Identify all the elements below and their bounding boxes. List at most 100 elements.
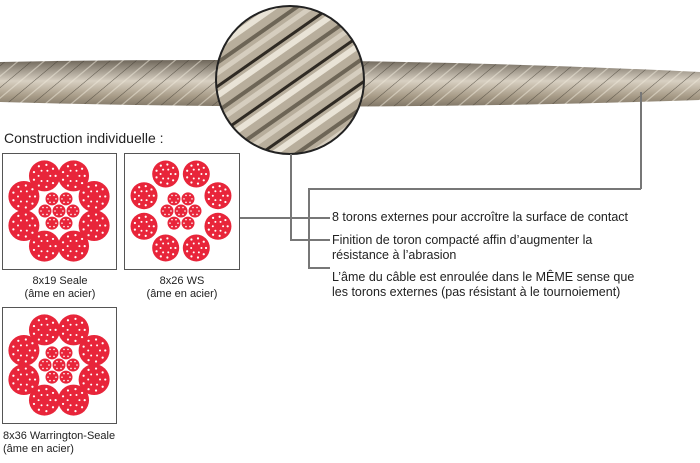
wire-gap xyxy=(94,367,98,370)
wire-gap xyxy=(101,217,104,220)
wire-gap xyxy=(197,177,200,180)
wire-gap xyxy=(177,198,179,200)
wire-gap xyxy=(53,379,55,382)
wire-gap xyxy=(67,218,69,221)
wire-gap xyxy=(55,198,57,200)
wire-gap xyxy=(96,200,99,203)
wire-gap xyxy=(40,240,43,243)
wire-gap xyxy=(144,234,147,237)
wire-gap xyxy=(204,172,208,176)
wire-gap xyxy=(24,184,27,187)
wire-gap xyxy=(98,349,101,352)
wire-gap xyxy=(159,238,162,241)
wire-gap xyxy=(31,217,34,220)
wire-gap xyxy=(32,170,36,174)
wire-gap xyxy=(75,404,78,407)
wire-gap xyxy=(150,218,153,222)
core-strand xyxy=(66,204,80,218)
wire-gap xyxy=(192,251,195,254)
wire-gap xyxy=(96,354,99,357)
wire-gap xyxy=(202,240,205,243)
wire-gap xyxy=(12,199,15,202)
wire-gap xyxy=(87,359,90,362)
wire-gap xyxy=(24,338,27,341)
wire-gap xyxy=(145,220,148,223)
wire-gap xyxy=(19,354,22,357)
core-strand xyxy=(45,192,59,206)
wire-gap xyxy=(159,255,162,258)
wire-gap xyxy=(169,222,171,224)
wire-gap xyxy=(69,352,71,354)
leader-line xyxy=(640,92,642,189)
wire-gap xyxy=(148,194,151,197)
wire-gap xyxy=(145,199,148,202)
magnified-rope-detail xyxy=(216,6,364,154)
wire-gap xyxy=(49,372,51,375)
wire-gap xyxy=(70,213,72,216)
cross-section-8x19-seale xyxy=(2,153,117,270)
wire-gap xyxy=(66,389,70,392)
wire-gap xyxy=(90,219,93,222)
wire-gap xyxy=(19,229,22,232)
wire-gap xyxy=(54,245,57,248)
wire-gap xyxy=(74,163,77,167)
core-strand xyxy=(38,204,52,218)
wire-gap xyxy=(171,225,173,228)
wire-gap xyxy=(63,348,65,351)
wire-gap xyxy=(200,246,203,249)
wire-gap xyxy=(40,333,43,336)
wire-gap xyxy=(170,210,172,212)
wire-gap xyxy=(17,185,20,188)
wire-gap xyxy=(164,213,166,216)
wire-gap xyxy=(69,250,72,253)
wire-gap xyxy=(61,222,63,224)
wire-gap xyxy=(189,194,191,197)
wire-gap xyxy=(54,364,56,366)
wire-gap xyxy=(87,378,90,381)
wire-gap xyxy=(53,201,55,204)
wire-gap xyxy=(162,168,165,171)
wire-gap xyxy=(175,225,177,228)
wire-gap xyxy=(49,174,52,177)
core-strand xyxy=(59,346,73,360)
wire-gap xyxy=(37,165,40,168)
wire-gap xyxy=(48,364,50,366)
wire-gap xyxy=(211,233,215,236)
wire-gap xyxy=(63,379,65,382)
wire-gap xyxy=(40,394,43,397)
wire-gap xyxy=(222,194,225,197)
wire-gap xyxy=(185,225,187,228)
wire-gap xyxy=(56,206,58,209)
callout-line: L’âme du câble est enroulée dans le MÊME… xyxy=(332,270,635,284)
wire-gap xyxy=(42,360,44,363)
wire-gap xyxy=(69,240,72,243)
wire-gap xyxy=(190,246,193,249)
wire-gap xyxy=(183,198,185,200)
wire-gap xyxy=(196,213,198,216)
wire-gap xyxy=(191,198,193,200)
wire-gap xyxy=(94,206,98,209)
wire-gap xyxy=(191,222,193,224)
wire-gap xyxy=(28,224,31,227)
wire-gap xyxy=(67,194,69,197)
wire-gap xyxy=(42,206,44,209)
wire-gap xyxy=(83,245,86,248)
wire-gap xyxy=(66,165,70,168)
wire-gap xyxy=(167,251,170,254)
wire-gap xyxy=(75,323,78,326)
wire-gap xyxy=(190,210,192,212)
wire-gap xyxy=(19,200,22,203)
wire-gap xyxy=(61,376,63,378)
wire-gap xyxy=(171,218,173,221)
wire-gap xyxy=(56,213,58,216)
wire-gap xyxy=(186,176,189,179)
wire-gap xyxy=(219,229,222,232)
wire-gap xyxy=(78,245,81,248)
wire-gap xyxy=(46,404,49,407)
wire-gap xyxy=(17,234,20,237)
wire-gap xyxy=(169,198,171,200)
wire-gap xyxy=(69,198,71,200)
wire-gap xyxy=(37,184,40,187)
wire-gap xyxy=(101,188,104,191)
wire-gap xyxy=(159,246,162,249)
